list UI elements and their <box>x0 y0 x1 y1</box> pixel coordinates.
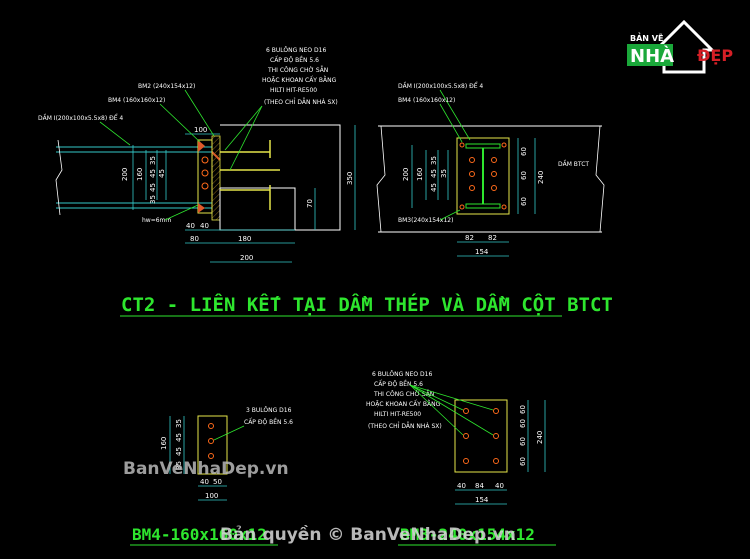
dim-100: 100 <box>194 126 207 134</box>
dim-bm3-60a: 60 <box>519 405 527 414</box>
title-bm3: BM3-240x154x12 <box>400 525 535 544</box>
dim-r-35: 35 <box>430 156 438 165</box>
dim-200b: 200 <box>240 254 253 262</box>
note-bm3-anchor-5: (THEO CHỈ DẪN NHÀ SX) <box>368 422 442 430</box>
dim-40b: 40 <box>200 222 209 230</box>
note-bm3-anchor-2: THI CÔNG CHỜ SẴN <box>373 390 434 398</box>
concrete-outline <box>220 124 341 231</box>
dim-bm3-60d: 60 <box>519 457 527 466</box>
note-bm4-bolts-0: 3 BULÔNG D16 <box>246 407 292 414</box>
note-anchor-4: HILTI HIT-RE500 <box>270 87 317 94</box>
dim-r-240: 240 <box>537 171 545 184</box>
base-plate-bm3 <box>456 137 510 215</box>
dim-bm3-240: 240 <box>536 431 544 444</box>
dim-r-35b: 35 <box>440 169 448 178</box>
section-left-view: 200 160 35 45 45 35 45 100 40 40 80 180 … <box>38 47 356 263</box>
dim-70: 70 <box>306 199 314 208</box>
dim-r-82a: 82 <box>465 234 474 242</box>
dim-r-45b: 45 <box>430 183 438 192</box>
note-anchor-0: 6 BULÔNG NEO D16 <box>266 47 326 54</box>
dim-45c: 45 <box>158 169 166 178</box>
dim-bm3-154: 154 <box>475 496 489 504</box>
note-bm3-anchor-3: HOẶC KHOAN CẤY BẰNG <box>366 400 441 408</box>
dim-bm3-40b: 40 <box>495 482 504 490</box>
section-right-view: 200 160 35 45 45 35 60 60 60 240 82 82 1… <box>376 82 605 257</box>
dim-r-160: 160 <box>416 168 424 181</box>
main-title: CT2 - LIÊN KẾT TẠI DẦM THÉP VÀ DẦM CỘT B… <box>121 292 613 316</box>
dim-80: 80 <box>190 235 199 243</box>
logo-left: NHÀ <box>630 45 674 67</box>
dim-r-45: 45 <box>430 169 438 178</box>
note-bm3-anchor: 6 BULÔNG NEO D16 CẤP ĐỘ BỀN 5.6 THI CÔNG… <box>366 371 442 430</box>
plate-bm4 <box>197 415 228 475</box>
note-anchor-3: HOẶC KHOAN CẤY BẰNG <box>262 76 337 84</box>
dim-40: 40 <box>186 222 195 230</box>
logo-left-bg <box>627 44 673 66</box>
dim-r-60a: 60 <box>520 147 528 156</box>
note-dam-btct: DẦM BTCT <box>558 160 589 168</box>
dim-45b: 45 <box>149 183 157 192</box>
dim-200: 200 <box>121 168 129 181</box>
note-bm3-right: BM3(240x154x12) <box>398 217 453 224</box>
logo: BẢN VẼ NHÀ ĐẸP <box>627 19 733 74</box>
watermark-copyright: Bản quyền © BanVeNhaDep.vn <box>220 524 516 545</box>
logo-right: ĐẸP <box>697 46 733 65</box>
dim-bm3-84: 84 <box>475 482 484 490</box>
note-anchor: 6 BULÔNG NEO D16 CẤP ĐỘ BỀN 5.6 THI CÔNG… <box>262 47 338 106</box>
dim-bm4-50: 50 <box>213 478 222 486</box>
note-bm2: BM2 (240x154x12) <box>138 83 195 90</box>
note-bm4-bolts-1: CẤP ĐỘ BỀN 5.6 <box>244 418 293 426</box>
note-anchor-5: (THEO CHỈ DẪN NHÀ SX) <box>264 98 338 106</box>
bolt-group-right <box>459 142 507 210</box>
dim-bm3-40a: 40 <box>457 482 466 490</box>
dim-bm4-160: 160 <box>160 437 168 450</box>
note-beam-right: DẦM I(200x100x5.5x8) ĐỂ 4 <box>398 82 483 90</box>
dim-bm4-100: 100 <box>205 492 218 500</box>
dim-r-82b: 82 <box>488 234 497 242</box>
dim-35: 35 <box>149 156 157 165</box>
dim-bm3-60b: 60 <box>519 419 527 428</box>
dim-350: 350 <box>346 172 354 185</box>
dim-45: 45 <box>149 169 157 178</box>
detail-bm4: 160 35 45 45 35 40 50 100 3 BULÔNG D16 C… <box>160 407 293 501</box>
dim-r-154: 154 <box>475 248 489 256</box>
dim-bm4-45b: 45 <box>175 447 183 456</box>
dim-180: 180 <box>238 235 251 243</box>
note-bm4-right: BM4 (160x160x12) <box>398 97 455 104</box>
note-bm4: BM4 (160x160x12) <box>108 97 165 104</box>
bolt-group <box>201 156 209 190</box>
weld-mark <box>198 140 205 152</box>
dim-bm4-35: 35 <box>175 419 183 428</box>
logo-top: BẢN VẼ <box>630 32 663 43</box>
dim-35b: 35 <box>149 195 157 204</box>
title-bm4: BM4-160x160x12 <box>132 525 267 544</box>
dim-bm3-60c: 60 <box>519 437 527 446</box>
plate-bm3 <box>454 399 508 473</box>
dim-bm4-40: 40 <box>200 478 209 486</box>
dim-r-200: 200 <box>402 168 410 181</box>
note-weld: hw=6mm <box>142 217 171 224</box>
note-bm3-anchor-0: 6 BULÔNG NEO D16 <box>372 371 432 378</box>
dim-bm4-45: 45 <box>175 433 183 442</box>
dim-bm4-35b: 35 <box>175 461 183 470</box>
note-bm3-anchor-4: HILTI HIT-RE500 <box>374 411 421 418</box>
dim-r-60c: 60 <box>520 197 528 206</box>
note-anchor-1: CẤP ĐỘ BỀN 5.6 <box>270 56 319 64</box>
dim-r-60b: 60 <box>520 171 528 180</box>
detail-bm3: 60 60 60 60 240 40 84 40 154 6 BULÔNG NE… <box>366 371 546 505</box>
dim-160: 160 <box>136 168 144 181</box>
note-anchor-2: THI CÔNG CHỜ SẴN <box>267 66 328 74</box>
watermark-site: BanVeNhaDep.vn <box>123 459 289 479</box>
note-beam-left: DẦM I(200x100x5.5x8) ĐỂ 4 <box>38 114 123 122</box>
note-bm3-anchor-1: CẤP ĐỘ BỀN 5.6 <box>374 380 423 388</box>
